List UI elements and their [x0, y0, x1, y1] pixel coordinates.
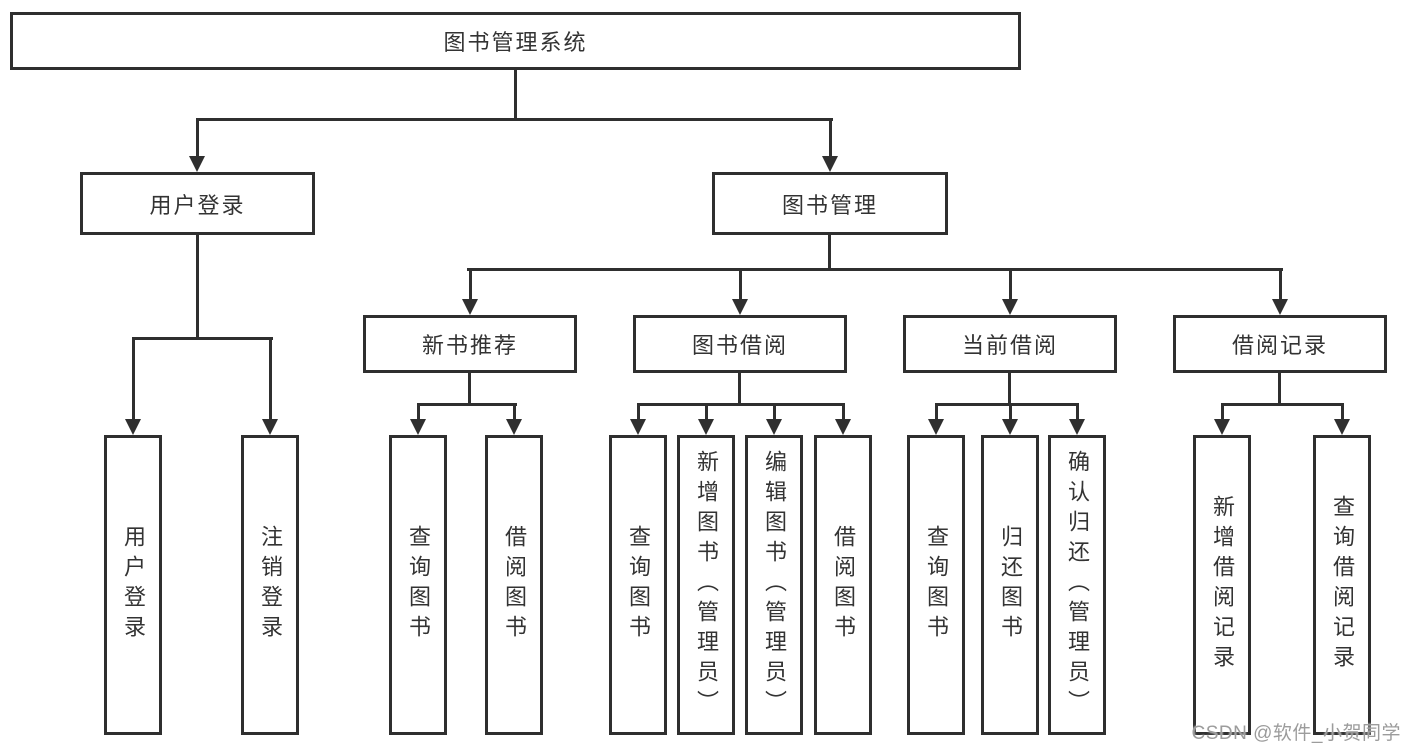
- arrow-stem: [512, 406, 516, 421]
- node-user-login: 用户登录: [80, 172, 315, 235]
- connector-line: [132, 337, 273, 340]
- arrow-stem: [1008, 271, 1012, 301]
- connector-line: [196, 118, 833, 121]
- leaf-query-books-current: 查询图书: [907, 435, 965, 735]
- node-book-management: 图书管理: [712, 172, 948, 235]
- arrow-head-icon: [189, 156, 205, 172]
- connector-line: [417, 403, 517, 406]
- down-arrow: [506, 406, 522, 435]
- leaf-query-books-borrow: 查询图书: [609, 435, 667, 735]
- arrow-stem: [1008, 406, 1012, 421]
- connector-line: [637, 403, 845, 406]
- down-arrow: [630, 406, 646, 435]
- arrow-head-icon: [410, 419, 426, 435]
- down-arrow: [1002, 271, 1018, 315]
- node-current-borrowing: 当前借阅: [903, 315, 1117, 373]
- leaf-edit-books-admin: 编辑图书（管理员）: [745, 435, 803, 735]
- arrow-stem: [934, 406, 938, 421]
- node-library-system: 图书管理系统: [10, 12, 1021, 70]
- connector-line: [738, 373, 741, 403]
- leaf-confirm-return-admin: 确认归还（管理员）: [1048, 435, 1106, 735]
- arrow-head-icon: [1272, 299, 1288, 315]
- arrow-stem: [772, 406, 776, 421]
- connector-line: [935, 403, 1079, 406]
- arrow-stem: [416, 406, 420, 421]
- arrow-stem: [841, 406, 845, 421]
- arrow-head-icon: [732, 299, 748, 315]
- arrow-head-icon: [822, 156, 838, 172]
- down-arrow: [1272, 271, 1288, 315]
- arrow-stem: [1340, 406, 1344, 421]
- connector-line: [468, 373, 471, 403]
- connector-line: [1008, 373, 1011, 403]
- connector-line: [828, 235, 831, 268]
- arrow-head-icon: [1069, 419, 1085, 435]
- arrow-stem: [1075, 406, 1079, 421]
- leaf-add-borrow-record: 新增借阅记录: [1193, 435, 1251, 735]
- down-arrow: [822, 121, 838, 172]
- down-arrow: [410, 406, 426, 435]
- arrow-head-icon: [1214, 419, 1230, 435]
- down-arrow: [462, 271, 478, 315]
- leaf-logout: 注销登录: [241, 435, 299, 735]
- csdn-watermark: CSDN @软件_小贺同学: [1191, 723, 1401, 744]
- down-arrow: [1002, 406, 1018, 435]
- down-arrow: [835, 406, 851, 435]
- node-borrowing-records: 借阅记录: [1173, 315, 1387, 373]
- arrow-head-icon: [262, 419, 278, 435]
- arrow-head-icon: [462, 299, 478, 315]
- leaf-borrow-books-recommend: 借阅图书: [485, 435, 543, 735]
- node-book-borrowing: 图书借阅: [633, 315, 847, 373]
- connector-line: [467, 268, 1283, 271]
- arrow-stem: [828, 121, 832, 158]
- connector-line: [196, 235, 199, 337]
- connector-line: [514, 70, 517, 118]
- arrow-stem: [268, 340, 272, 421]
- down-arrow: [732, 271, 748, 315]
- down-arrow: [766, 406, 782, 435]
- arrow-stem: [468, 271, 472, 301]
- arrow-stem: [195, 121, 199, 158]
- arrow-stem: [636, 406, 640, 421]
- leaf-query-books-recommend: 查询图书: [389, 435, 447, 735]
- arrow-head-icon: [698, 419, 714, 435]
- arrow-stem: [704, 406, 708, 421]
- leaf-borrow-books: 借阅图书: [814, 435, 872, 735]
- down-arrow: [1069, 406, 1085, 435]
- arrow-head-icon: [125, 419, 141, 435]
- arrow-head-icon: [1002, 299, 1018, 315]
- leaf-query-borrow-record: 查询借阅记录: [1313, 435, 1371, 735]
- arrow-head-icon: [766, 419, 782, 435]
- down-arrow: [698, 406, 714, 435]
- down-arrow: [928, 406, 944, 435]
- down-arrow: [1334, 406, 1350, 435]
- down-arrow: [262, 340, 278, 435]
- arrow-stem: [738, 271, 742, 301]
- leaf-add-books-admin: 新增图书（管理员）: [677, 435, 735, 735]
- arrow-head-icon: [630, 419, 646, 435]
- down-arrow: [189, 121, 205, 172]
- arrow-head-icon: [506, 419, 522, 435]
- arrow-stem: [131, 340, 135, 421]
- arrow-stem: [1220, 406, 1224, 421]
- arrow-head-icon: [835, 419, 851, 435]
- arrow-head-icon: [1334, 419, 1350, 435]
- node-new-book-recommend: 新书推荐: [363, 315, 577, 373]
- down-arrow: [125, 340, 141, 435]
- arrow-stem: [1278, 271, 1282, 301]
- arrow-head-icon: [1002, 419, 1018, 435]
- leaf-return-books: 归还图书: [981, 435, 1039, 735]
- leaf-user-login: 用户登录: [104, 435, 162, 735]
- connector-line: [1278, 373, 1281, 403]
- connector-line: [1221, 403, 1344, 406]
- arrow-head-icon: [928, 419, 944, 435]
- down-arrow: [1214, 406, 1230, 435]
